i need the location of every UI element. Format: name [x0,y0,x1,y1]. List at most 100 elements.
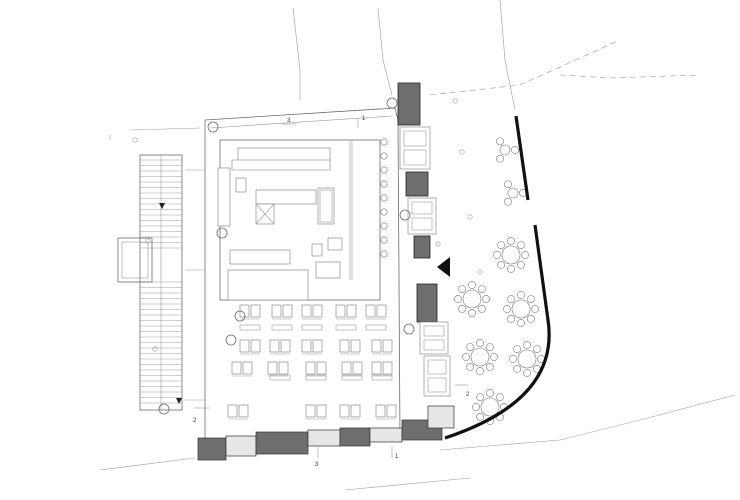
terrace-chair [458,304,467,313]
round-table [507,187,519,199]
terrace-chair [466,343,475,352]
terrace-chair [507,314,516,323]
terrace-chair [507,295,516,304]
terrace-chair [532,345,541,354]
bar-stool [380,236,388,244]
chair [238,404,249,418]
chair [312,339,323,353]
terrace-chair [496,137,504,146]
terrace-chair [521,251,529,259]
chair [382,361,393,375]
terrace-chair [497,241,506,250]
chair [316,404,327,418]
terrace-bench [407,197,437,235]
terrace-chair [516,241,525,250]
glazing-panel [307,429,341,447]
site-dot [435,241,441,247]
chair [312,304,323,318]
stair-direction-arrow-icon [159,203,165,209]
terrace-chair [503,305,511,313]
site-markers [132,98,483,352]
terrace-chair [477,285,486,294]
glazing-panel [369,427,403,443]
terrace-chair [496,154,504,163]
solid-panel [397,82,421,126]
chair [227,404,238,418]
bar-stool [380,250,388,258]
bar-stool [380,208,388,216]
column-circle-icon [158,403,170,415]
terrace-chair [517,291,525,299]
site-context-lines [99,0,736,491]
site-dot [452,98,458,104]
lift-box [117,237,153,283]
chair [365,304,376,318]
chair [271,304,282,318]
round-table [480,397,500,417]
round-table [501,245,521,265]
chair [250,304,261,318]
terrace-boundary [444,115,551,440]
kitchen-bar-area [217,138,388,301]
entrance-arrow-icon [437,257,450,277]
chair [339,404,350,418]
chair [280,339,291,353]
chair [242,361,253,375]
chair [239,339,250,353]
chair [346,304,357,318]
terrace-chair [493,251,501,259]
stair-direction-arrow-icon [176,398,182,404]
chair [231,361,242,375]
solid-panel [405,171,429,197]
solid-panel [339,427,371,447]
section-marker-3-top: 3 [287,118,291,124]
terrace-chair [476,393,485,402]
terrace-chair [458,285,467,294]
terrace-chair [497,260,506,269]
chair [305,361,316,375]
bar-stool [380,138,388,146]
solid-panel [197,437,227,461]
round-table [511,299,531,319]
terrace-bench [419,321,449,355]
column-circle-icon [403,323,415,335]
terrace-chair [531,305,539,313]
chair [282,304,293,318]
terrace-chair [526,295,535,304]
terrace-chair [486,389,494,397]
terrace-chair [462,353,470,361]
bar-stool [380,152,388,160]
chair [386,404,397,418]
bar-stool [380,180,388,188]
glazing-panel [427,405,455,429]
round-table [462,289,482,309]
chair [350,404,361,418]
terrace-chair [495,393,504,402]
terrace-round-tables [454,137,545,425]
site-dot [152,346,158,352]
terrace-chair [517,319,525,327]
column-circle-icon [399,209,411,221]
chair [305,404,316,418]
building-outline [185,107,401,441]
section-marker-2-right: 2 [466,392,470,398]
section-marker-2-left: 2 [193,418,197,424]
terrace-chair [490,353,498,361]
bar-stool [380,166,388,174]
column-circle-icon [386,97,398,109]
terrace-chair [504,197,512,206]
chair [316,361,327,375]
chair [382,339,393,353]
terrace-chair [468,309,476,317]
solid-panel [413,235,431,259]
terrace-chair [507,265,515,273]
interior-seating [227,304,397,420]
chair [335,304,346,318]
round-table [499,144,511,156]
chair [371,339,382,353]
terrace-chair [504,180,512,189]
terrace-chair [472,403,480,411]
bar-stool [380,194,388,202]
chair [376,304,387,318]
